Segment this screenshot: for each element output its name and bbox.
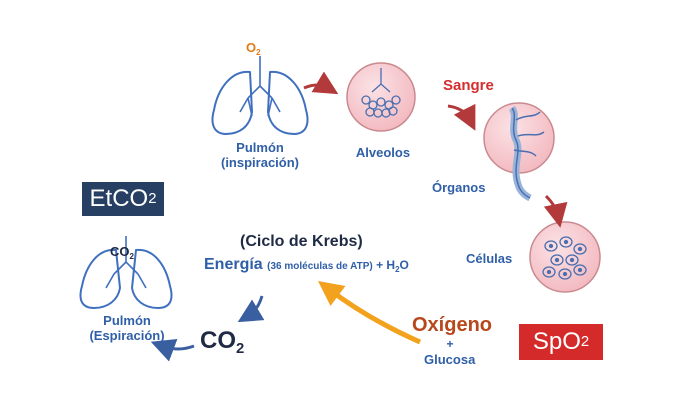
oxigeno-label: Oxígeno (412, 314, 493, 336)
krebs-title: (Ciclo de Krebs) (240, 233, 363, 250)
alveolos-circle (346, 62, 416, 132)
co2-main-label: CO2 (200, 327, 245, 358)
alveoli-icon (361, 68, 401, 118)
organos-circle (483, 102, 555, 202)
lung-inspiration-icon (211, 56, 309, 135)
arrow-organos-to-celulas (543, 194, 568, 228)
blood-vessel-icon (508, 105, 545, 202)
glucosa-label: Glucosa (424, 352, 476, 367)
o2-label: O2 (246, 40, 261, 57)
pulmon-espiracion-label: Pulmón (Espiración) (89, 313, 165, 343)
arrow-energy-to-co2 (237, 295, 265, 323)
sangre-label: Sangre (443, 77, 494, 94)
pulmon-inspiracion-label: Pulmón (inspiración) (220, 140, 299, 170)
arrow-oxygen-to-krebs (317, 281, 422, 345)
arrow-co2-to-lung (150, 338, 195, 362)
energia-line: Energía (36 moléculas de ATP) + H2O (204, 256, 409, 274)
alveolos-label: Alveolos (355, 145, 411, 160)
celulas-circle (529, 221, 601, 293)
co2-lung-label: CO2 (110, 244, 134, 261)
celulas-label: Células (466, 251, 513, 266)
cells-icon (542, 236, 587, 280)
lung-expiration-icon (79, 236, 173, 309)
organos-label: Órganos (432, 180, 486, 195)
plus-sign: + (446, 337, 454, 351)
arrow-lung-to-alveolos (303, 71, 339, 95)
arrow-alveolos-to-organos (447, 103, 476, 131)
